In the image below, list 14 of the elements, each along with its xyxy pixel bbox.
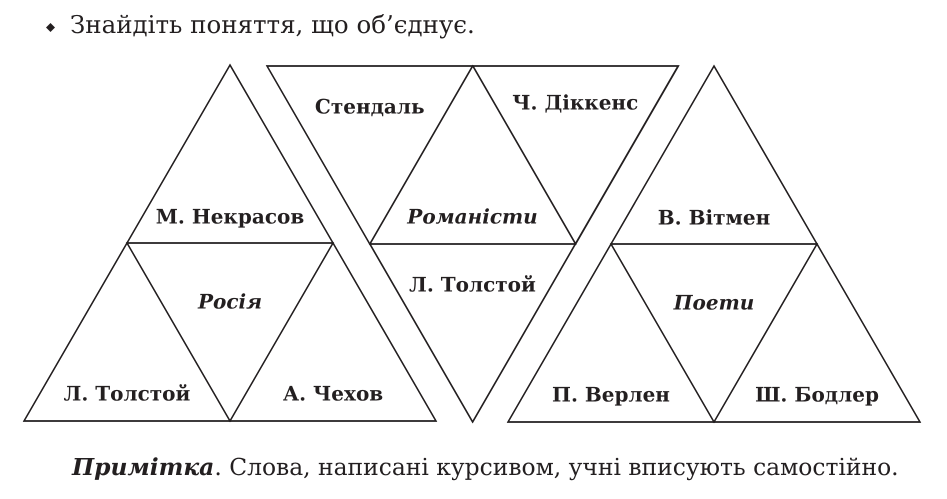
task-heading: Знайдіть поняття, що об’єднує. bbox=[70, 10, 475, 40]
category-word: Поети bbox=[674, 291, 754, 314]
author-name: Стендаль bbox=[314, 95, 425, 118]
category-word: Романісти bbox=[407, 206, 538, 229]
author-name: Ш. Бодлер bbox=[755, 384, 879, 407]
author-name: Л. Толстой bbox=[64, 382, 190, 406]
author-name: А. Чехов bbox=[282, 382, 384, 406]
author-name: М. Некрасов bbox=[156, 206, 304, 229]
author-name: Ч. Діккенс bbox=[512, 92, 638, 115]
author-name: Л. Толстой bbox=[409, 273, 536, 296]
category-word: Росія bbox=[198, 290, 262, 314]
author-name: П. Верлен bbox=[552, 384, 670, 407]
note-text: Примітка. Слова, написані курсивом, учні вписують самостійно. bbox=[72, 453, 899, 482]
author-name: В. Вітмен bbox=[658, 206, 770, 230]
